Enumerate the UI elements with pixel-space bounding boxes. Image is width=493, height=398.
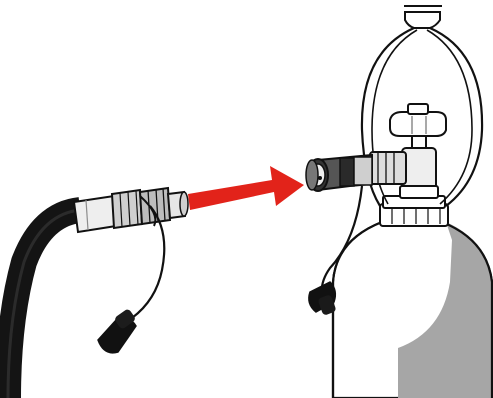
gas-cylinder-icon — [331, 195, 493, 398]
connection-arrow-icon — [188, 166, 304, 210]
cylinder-valve-icon — [369, 127, 439, 199]
dust-cap-icon — [308, 185, 364, 315]
quick-connect-socket-icon — [305, 153, 373, 192]
hose-coupling-plug-icon — [72, 186, 189, 234]
hose-icon — [0, 197, 83, 398]
dust-cap-icon — [97, 195, 166, 354]
valve-handwheel-icon — [389, 103, 447, 137]
